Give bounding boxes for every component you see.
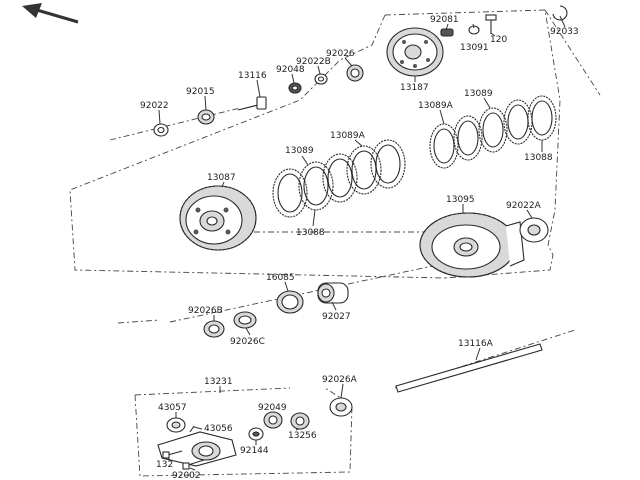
label-92026A: 92026A bbox=[322, 375, 358, 385]
label-132: 132 bbox=[156, 460, 173, 470]
label-43056: 43056 bbox=[204, 424, 233, 434]
label-13087: 13087 bbox=[207, 173, 236, 183]
part-92048-ring bbox=[288, 82, 302, 94]
label-13088-left: 13088 bbox=[296, 228, 325, 238]
label-92026B: 92026B bbox=[188, 306, 223, 316]
label-13089-left: 13089 bbox=[285, 146, 314, 156]
part-92022-washer bbox=[153, 123, 169, 137]
label-43057: 43057 bbox=[158, 403, 187, 413]
label-13116: 13116 bbox=[238, 71, 267, 81]
label-92033: 92033 bbox=[550, 27, 579, 37]
part-43057-piston bbox=[166, 417, 186, 433]
part-13095-clutch-housing bbox=[419, 212, 525, 278]
part-92027-bearing bbox=[317, 282, 349, 304]
part-92022B-washer bbox=[314, 73, 328, 85]
label-13089A-right: 13089A bbox=[418, 101, 454, 111]
part-92002-bolt bbox=[182, 459, 205, 470]
part-132-bolt bbox=[162, 450, 183, 459]
label-92049: 92049 bbox=[258, 403, 287, 413]
part-92015-needle-bearing bbox=[197, 109, 215, 125]
part-92026B-bushing bbox=[203, 320, 225, 338]
label-13089A-left: 13089A bbox=[330, 131, 366, 141]
label-92022: 92022 bbox=[140, 101, 169, 111]
label-92026C: 92026C bbox=[230, 337, 265, 347]
label-16085: 16085 bbox=[266, 273, 295, 283]
leader-lines bbox=[158, 15, 566, 471]
label-92022B: 92022B bbox=[296, 57, 331, 67]
label-120: 120 bbox=[490, 35, 507, 45]
label-13088-right: 13088 bbox=[524, 153, 553, 163]
part-92081-spring bbox=[440, 28, 454, 37]
part-clutch-plates-left bbox=[272, 139, 406, 218]
label-92002: 92002 bbox=[172, 471, 201, 480]
label-92048: 92048 bbox=[276, 65, 305, 75]
part-labels: 92081 92033 13091 120 92026 92022B 92048… bbox=[140, 15, 579, 480]
label-92144: 92144 bbox=[240, 446, 269, 456]
part-92026C-bushing bbox=[233, 311, 257, 329]
label-13091: 13091 bbox=[460, 43, 489, 53]
part-clutch-plates-right bbox=[429, 95, 557, 169]
part-92144-spring bbox=[248, 427, 264, 441]
part-13087-clutch-hub bbox=[179, 185, 257, 251]
part-13116A-rod bbox=[395, 343, 543, 393]
label-92081: 92081 bbox=[430, 15, 459, 25]
part-92033-circlip bbox=[552, 5, 568, 21]
part-16085-sleeve bbox=[276, 290, 304, 314]
label-13187: 13187 bbox=[400, 83, 429, 93]
part-120-bolt bbox=[485, 14, 497, 34]
label-92022A: 92022A bbox=[506, 201, 542, 211]
label-13116A: 13116A bbox=[458, 339, 494, 349]
part-92026-bearing bbox=[346, 64, 364, 82]
part-92026A-seal bbox=[329, 397, 353, 417]
label-13231: 13231 bbox=[204, 377, 233, 387]
part-92022A-washer bbox=[519, 217, 549, 243]
part-13256-bushing bbox=[290, 412, 310, 430]
part-13116-push-rod bbox=[237, 96, 267, 111]
label-13089-right: 13089 bbox=[464, 89, 493, 99]
label-13095: 13095 bbox=[446, 195, 475, 205]
direction-arrow-icon bbox=[22, 3, 79, 24]
label-92026-top: 92026 bbox=[326, 49, 355, 59]
part-92049-oil-seal bbox=[263, 411, 283, 429]
label-92027: 92027 bbox=[322, 312, 351, 322]
label-13256: 13256 bbox=[288, 431, 317, 441]
part-43056-release-cylinder bbox=[157, 425, 237, 467]
part-13187-pressure-plate bbox=[386, 27, 444, 77]
label-92015: 92015 bbox=[186, 87, 215, 97]
